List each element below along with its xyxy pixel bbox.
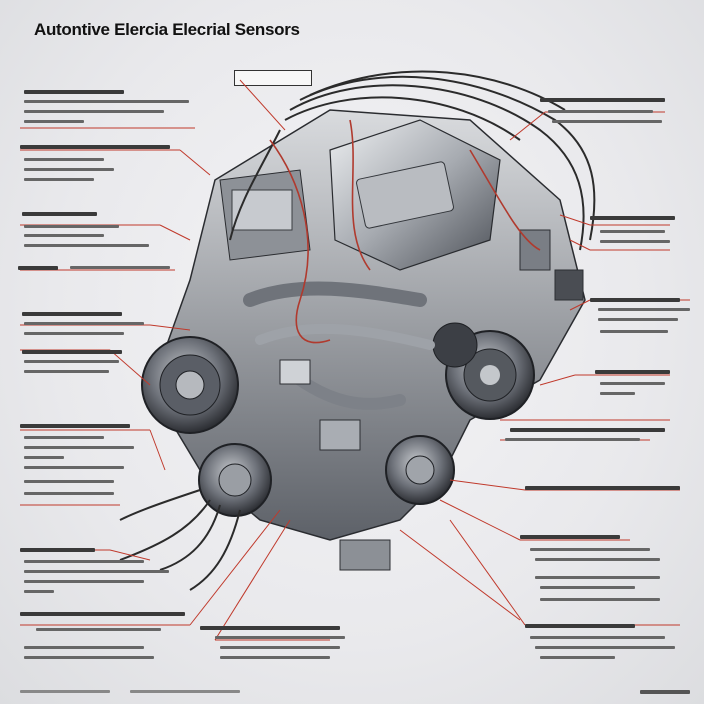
diagram-title: Autontive Elercia Elecrial Sensors (34, 20, 300, 39)
top-label-box (234, 70, 312, 86)
wiring-harness (119, 70, 596, 591)
red-sensor-wires (269, 119, 541, 344)
callout-scribbles (18, 90, 690, 694)
engine-assembly (141, 109, 586, 571)
